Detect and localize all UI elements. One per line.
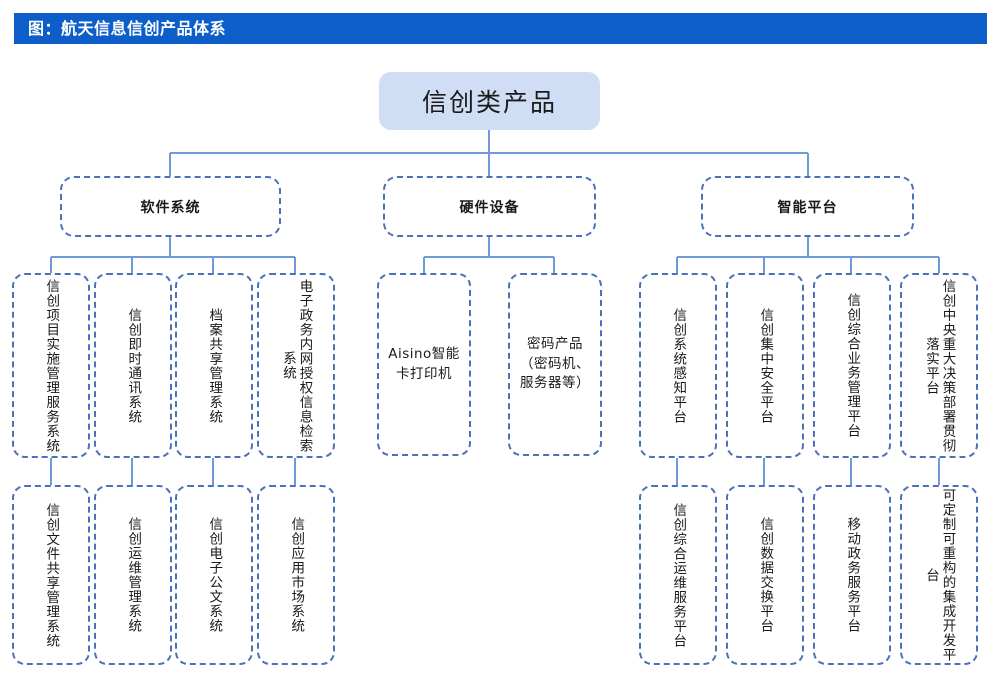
leaf-node-software-r1-2[interactable]: 信创即时通讯系统 <box>94 273 172 458</box>
category-label-software-systems: 软件系统 <box>140 199 201 216</box>
category-node-software-systems[interactable]: 软件系统 <box>60 176 281 237</box>
leaf-node-platform-r1-1[interactable]: 信创系统感知平台 <box>639 273 717 458</box>
page-title: 图：航天信息信创产品体系 <box>28 18 227 38</box>
leaf-node-software-r1-4[interactable]: 电子政务内网授权信息检索系统 <box>257 273 335 458</box>
diagram-title-bar: 图：航天信息信创产品体系 <box>14 13 987 44</box>
category-node-smart-platforms[interactable]: 智能平台 <box>701 176 914 237</box>
leaf-label-software-r1-2: 信创即时通讯系统 <box>125 307 142 424</box>
leaf-label-platform-r1-1: 信创系统感知平台 <box>670 307 687 424</box>
leaf-label-platform-r2-2: 信创数据交换平台 <box>757 517 774 633</box>
leaf-label-software-r1-3: 档案共享管理系统 <box>206 307 223 424</box>
leaf-label-software-r2-3: 信创电子公文系统 <box>206 517 223 633</box>
leaf-node-platform-r1-2[interactable]: 信创集中安全平台 <box>726 273 804 458</box>
leaf-node-software-r2-4[interactable]: 信创应用市场系统 <box>257 485 335 665</box>
leaf-node-software-r1-3[interactable]: 档案共享管理系统 <box>175 273 253 458</box>
leaf-node-platform-r1-4[interactable]: 信创中央重大决策部署贯彻落实平台 <box>900 273 978 458</box>
leaf-label-software-r2-1: 信创文件共享管理系统 <box>43 502 60 648</box>
category-label-hardware-devices: 硬件设备 <box>459 199 520 216</box>
leaf-node-platform-r1-3[interactable]: 信创综合业务管理平台 <box>813 273 891 458</box>
leaf-node-platform-r2-2[interactable]: 信创数据交换平台 <box>726 485 804 665</box>
leaf-node-hardware-r1-2[interactable]: 密码产品（密码机、服务器等） <box>508 273 602 456</box>
category-node-hardware-devices[interactable]: 硬件设备 <box>383 176 596 237</box>
leaf-label-platform-r1-2: 信创集中安全平台 <box>757 307 774 424</box>
leaf-node-software-r2-1[interactable]: 信创文件共享管理系统 <box>12 485 90 665</box>
leaf-node-software-r2-3[interactable]: 信创电子公文系统 <box>175 485 253 665</box>
leaf-label-hardware-r1-2: 密码产品（密码机、服务器等） <box>520 336 590 392</box>
leaf-node-software-r2-2[interactable]: 信创运维管理系统 <box>94 485 172 665</box>
leaf-label-hardware-r1-1: Aisino智能卡打印机 <box>388 345 460 382</box>
leaf-label-software-r2-2: 信创运维管理系统 <box>125 517 142 633</box>
leaf-label-platform-r2-4: 可定制可重构的集成开发平台 <box>923 488 956 662</box>
category-label-smart-platforms: 智能平台 <box>777 199 838 216</box>
leaf-label-platform-r1-4: 信创中央重大决策部署贯彻落实平台 <box>923 278 956 453</box>
leaf-label-software-r1-4: 电子政务内网授权信息检索系统 <box>280 278 313 453</box>
leaf-label-platform-r2-3: 移动政务服务平台 <box>844 517 861 633</box>
leaf-label-platform-r2-1: 信创综合运维服务平台 <box>670 502 687 648</box>
leaf-node-hardware-r1-1[interactable]: Aisino智能卡打印机 <box>377 273 471 456</box>
leaf-label-software-r1-1: 信创项目实施管理服务系统 <box>43 278 60 453</box>
leaf-node-platform-r2-4[interactable]: 可定制可重构的集成开发平台 <box>900 485 978 665</box>
leaf-node-platform-r2-3[interactable]: 移动政务服务平台 <box>813 485 891 665</box>
leaf-label-software-r2-4: 信创应用市场系统 <box>288 517 305 633</box>
leaf-node-software-r1-1[interactable]: 信创项目实施管理服务系统 <box>12 273 90 458</box>
leaf-label-platform-r1-3: 信创综合业务管理平台 <box>844 293 861 438</box>
root-node-label: 信创类产品 <box>421 88 557 117</box>
root-node-xinchuang-products[interactable]: 信创类产品 <box>379 72 600 130</box>
leaf-node-platform-r2-1[interactable]: 信创综合运维服务平台 <box>639 485 717 665</box>
